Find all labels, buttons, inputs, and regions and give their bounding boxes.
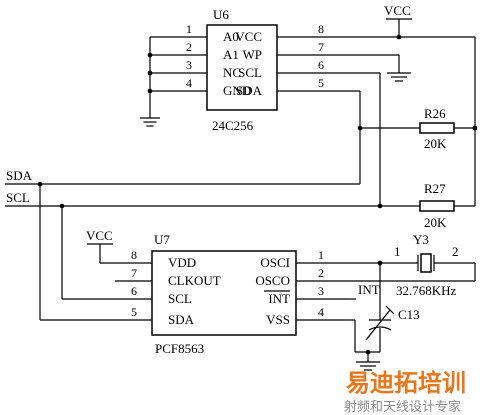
u6-pin3-num: 3 — [186, 58, 192, 72]
watermark: 易迪拓培训 射频和天线设计专家 — [344, 369, 466, 415]
u7-pin6-num: 6 — [131, 284, 137, 298]
u7-pin2-num: 2 — [318, 266, 324, 280]
junction-dot — [396, 34, 402, 40]
u7-pin5-name: SDA — [168, 312, 195, 327]
u7-pin8-num: 8 — [131, 248, 137, 262]
oscillator-circuit: Y3 1 2 32.768KHz C13 INT — [345, 232, 476, 371]
r26-resistor — [419, 122, 455, 134]
u7-pin3-num: 3 — [318, 284, 324, 298]
c13-plate-bottom — [368, 326, 392, 331]
u6-body — [206, 24, 278, 111]
r26-ref: R26 — [424, 106, 446, 121]
junction-dot — [147, 52, 153, 58]
y3-crystal — [420, 253, 432, 273]
junction-dot — [147, 88, 153, 94]
r27-value: 20K — [424, 215, 447, 230]
u6-pin5-name: SDA — [236, 83, 263, 98]
y3-pin2: 2 — [452, 244, 459, 259]
y3-pin1: 1 — [394, 244, 401, 259]
sda-net-label: SDA — [6, 168, 33, 183]
watermark-brand: 易迪拓培训 — [346, 369, 466, 397]
u6-pin2-name: A1 — [223, 47, 239, 62]
u7-supply: VCC — [86, 228, 113, 263]
u7-pin3-name: INT — [268, 291, 290, 306]
u6-pin2-num: 2 — [186, 40, 192, 54]
u6-pin4-num: 4 — [186, 76, 192, 90]
junction-dot — [357, 125, 363, 131]
u6-address-ground — [140, 37, 160, 127]
u7-pin5-num: 5 — [131, 305, 137, 319]
u7-pin1-name: OSCI — [260, 255, 290, 270]
u7-ref: U7 — [154, 232, 170, 247]
r27-resistor — [419, 200, 455, 212]
u6-pin7-num: 7 — [318, 40, 324, 54]
junction-dot — [147, 70, 153, 76]
r27-ref: R27 — [424, 181, 446, 196]
c13-trim-arrow — [385, 305, 395, 315]
u7-pin4-num: 4 — [318, 305, 324, 319]
u7-pin1-num: 1 — [318, 248, 324, 262]
watermark-subtitle: 射频和天线设计专家 — [344, 399, 461, 415]
y3-frequency: 32.768KHz — [396, 283, 457, 298]
i2c-nets: R26 20K R27 20K SDA SCL — [5, 72, 475, 320]
u7-pin4-name: VSS — [266, 312, 290, 327]
u6-pin1-num: 1 — [186, 22, 192, 36]
u7-pin2-name: OSCO — [255, 273, 290, 288]
u6-pin8-num: 8 — [318, 22, 324, 36]
u6-supply: VCC — [330, 3, 478, 206]
scl-net-label: SCL — [6, 190, 30, 205]
u6-pin1-name: A0 — [223, 29, 239, 44]
u6-pin8-name: VCC — [235, 29, 262, 44]
u6-pin5-num: 5 — [318, 76, 324, 90]
u6-eeprom: U6 24C256 1 2 3 4 A0 A1 NC GND 8 7 6 5 V… — [150, 7, 330, 133]
c13-ref: C13 — [398, 307, 420, 322]
u7-rtc: U7 PCF8563 8 7 6 5 VDD CLKOUT SCL SDA 1 … — [40, 232, 345, 356]
u6-ref: U6 — [213, 7, 229, 22]
u6-pin6-name: SCL — [238, 65, 262, 80]
u7-body — [151, 250, 297, 336]
u6-pin6-num: 6 — [318, 58, 324, 72]
r26-value: 20K — [424, 136, 447, 151]
u6-pin4-name: GND — [223, 83, 251, 98]
u7-pin7-num: 7 — [131, 266, 137, 280]
u7-pin6-name: SCL — [168, 291, 192, 306]
int-net-label: INT — [358, 282, 380, 297]
u6-pin7-name: WP — [243, 47, 263, 62]
u7-pin7-name: CLKOUT — [168, 273, 221, 288]
u7-part: PCF8563 — [155, 341, 204, 356]
u6-part: 24C256 — [212, 118, 254, 133]
y3-ref: Y3 — [413, 232, 429, 247]
u7-pin8-name: VDD — [168, 255, 196, 270]
vcc-label-top: VCC — [384, 3, 411, 18]
u6-pin3-name: NC — [223, 65, 241, 80]
vcc-label-u7: VCC — [86, 228, 113, 243]
c13-trim-arrow — [365, 309, 391, 341]
